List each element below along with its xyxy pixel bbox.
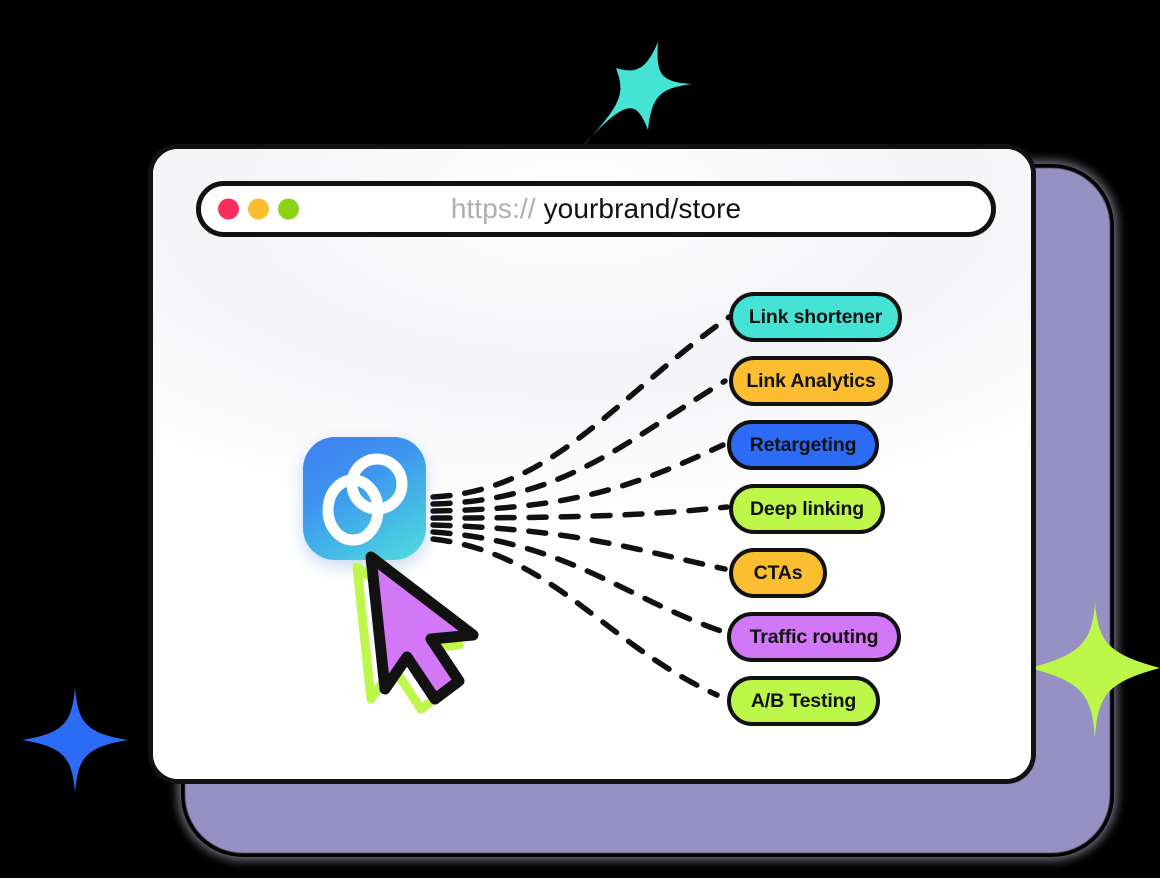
link-rings-icon: [322, 453, 408, 546]
feature-pill[interactable]: CTAs: [729, 548, 827, 598]
traffic-lights: [218, 198, 299, 220]
feature-pill[interactable]: A/B Testing: [727, 676, 880, 726]
feature-pill-label: Deep linking: [749, 497, 865, 520]
feature-pill-label: Traffic routing: [749, 625, 879, 648]
feature-pill-label: CTAs: [753, 561, 803, 584]
app-icon[interactable]: [303, 437, 426, 560]
sparkle-left-icon: [20, 685, 130, 795]
address-bar[interactable]: https:// yourbrand/store: [196, 181, 996, 237]
feature-pill-label: Link Analytics: [746, 369, 876, 392]
maximize-window-button[interactable]: [278, 198, 299, 220]
feature-pill-label: A/B Testing: [750, 689, 857, 712]
url-host: yourbrand/store: [543, 193, 742, 224]
arrow-cursor[interactable]: [352, 539, 513, 714]
window-body: https:// yourbrand/store: [153, 149, 1031, 779]
feature-pill[interactable]: Retargeting: [727, 420, 879, 470]
feature-diagram: Link shortener Link Analytics Retargetin…: [153, 149, 1031, 779]
sparkle-top-icon: [570, 30, 700, 165]
minimize-window-button[interactable]: [248, 198, 269, 220]
url-scheme: https://: [450, 193, 536, 224]
address-bar-text: https:// yourbrand/store: [201, 193, 991, 225]
sparkle-right-icon: [1020, 598, 1160, 743]
feature-pill[interactable]: Link Analytics: [729, 356, 893, 406]
connector-lines: [430, 314, 732, 698]
browser-window: https:// yourbrand/store: [148, 144, 1036, 784]
feature-pill[interactable]: Traffic routing: [727, 612, 901, 662]
close-window-button[interactable]: [218, 198, 239, 220]
feature-pill-label: Link shortener: [748, 305, 883, 328]
cursor-arrow-shape: [365, 551, 479, 705]
feature-pill[interactable]: Link shortener: [729, 292, 902, 342]
feature-pill-label: Retargeting: [749, 433, 857, 456]
feature-pill[interactable]: Deep linking: [729, 484, 885, 534]
